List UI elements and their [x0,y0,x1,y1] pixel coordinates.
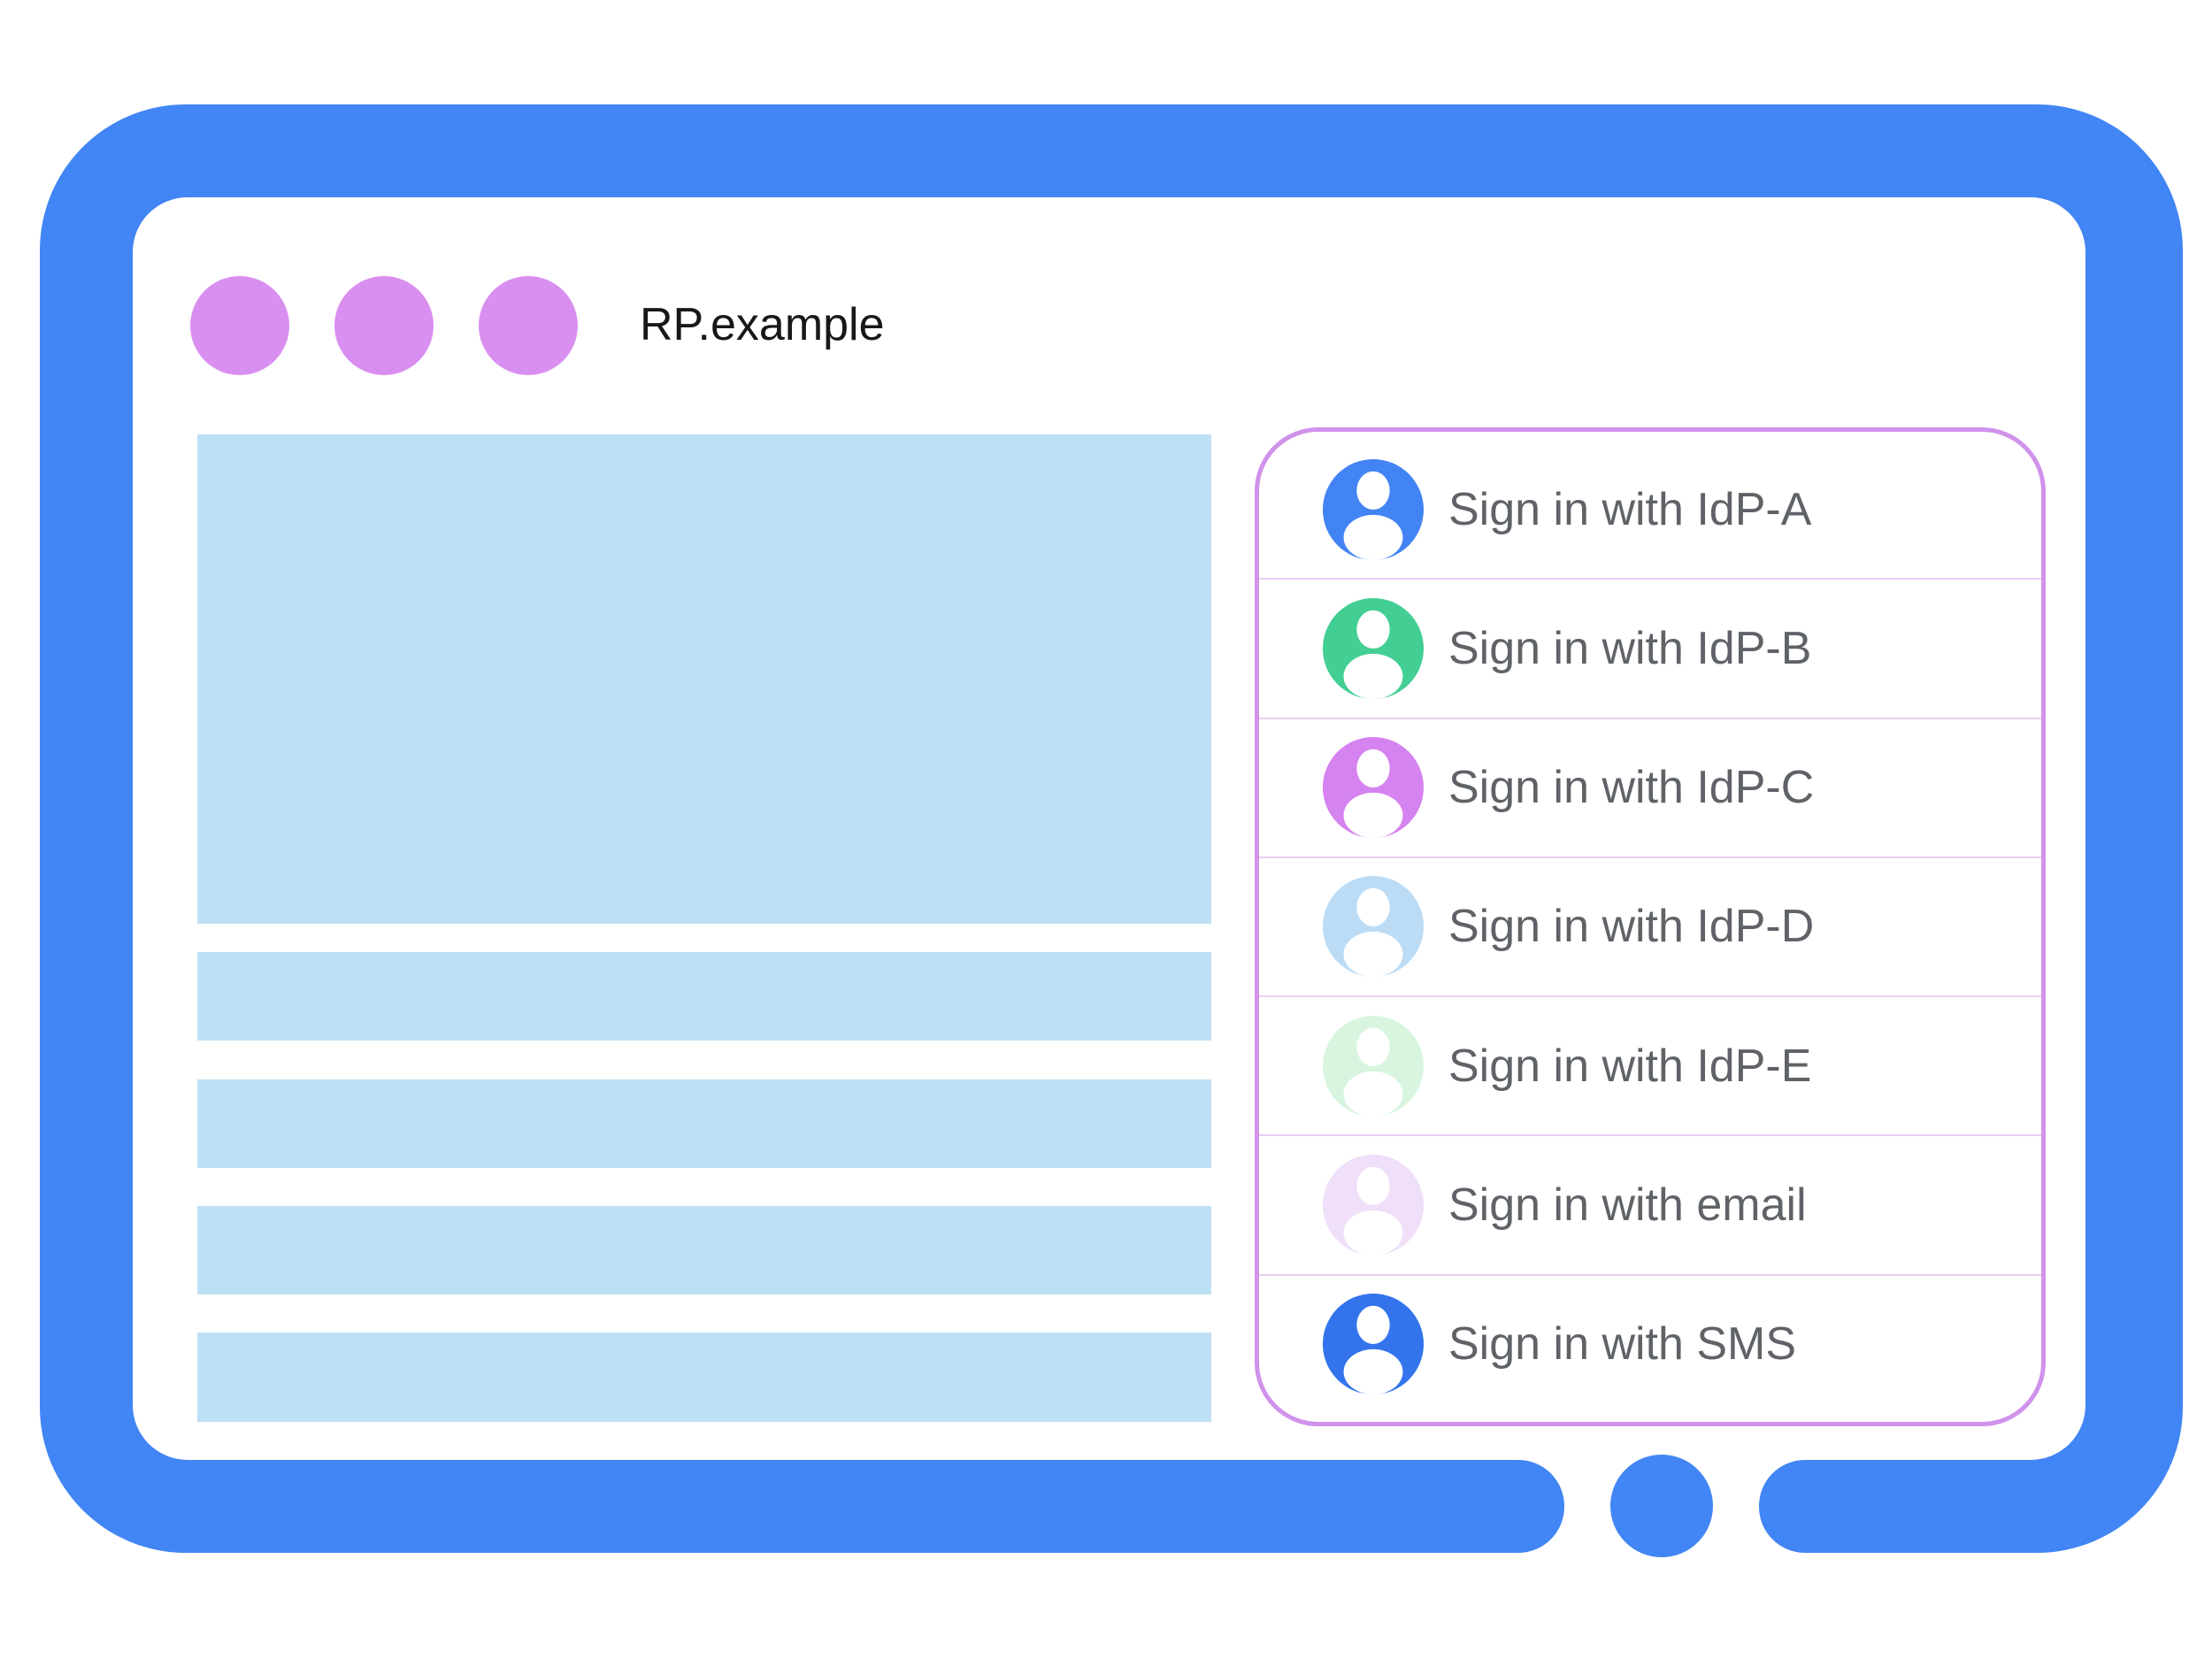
person-icon [1322,1015,1425,1117]
signin-option-label: Sign in with IdP-C [1448,762,1815,814]
signin-option-label: Sign in with IdP-A [1448,483,1812,535]
signin-option-idp-d[interactable]: Sign in with IdP-D [1259,858,2041,998]
page-title: RP.example [640,299,885,350]
signin-chooser-panel: Sign in with IdP-A Sign in with IdP-B Si… [1255,427,2046,1426]
signin-option-label: Sign in with SMS [1448,1318,1797,1371]
signin-option-idp-b[interactable]: Sign in with IdP-B [1259,580,2041,719]
signin-option-idp-c[interactable]: Sign in with IdP-C [1259,719,2041,858]
content-placeholder-line [197,1079,1211,1168]
person-icon [1322,1155,1425,1256]
person-icon [1322,458,1425,560]
signin-option-label: Sign in with IdP-D [1448,901,1815,953]
person-icon [1322,876,1425,978]
signin-option-label: Sign in with email [1448,1179,1807,1232]
signin-option-idp-e[interactable]: Sign in with IdP-E [1259,997,2041,1137]
signin-option-sms[interactable]: Sign in with SMS [1259,1276,2041,1413]
signin-option-label: Sign in with IdP-B [1448,622,1812,674]
person-icon [1322,737,1425,839]
bezel-bar-left-cap [1310,1460,1564,1553]
window-control-dot [334,276,434,375]
person-icon [1322,1294,1425,1395]
signin-option-idp-a[interactable]: Sign in with IdP-A [1259,441,2041,580]
window-control-dot [479,276,578,375]
content-placeholder-line [197,952,1211,1041]
window-control-dot [190,276,289,375]
bezel-bar-right-cap [1759,1460,2014,1553]
content-placeholder-line [197,1206,1211,1294]
person-icon [1322,597,1425,699]
signin-option-label: Sign in with IdP-E [1448,1040,1812,1092]
content-placeholder-hero [197,434,1211,924]
home-button[interactable] [1610,1455,1713,1557]
signin-option-email[interactable]: Sign in with email [1259,1136,2041,1276]
content-placeholder-line [197,1333,1211,1422]
